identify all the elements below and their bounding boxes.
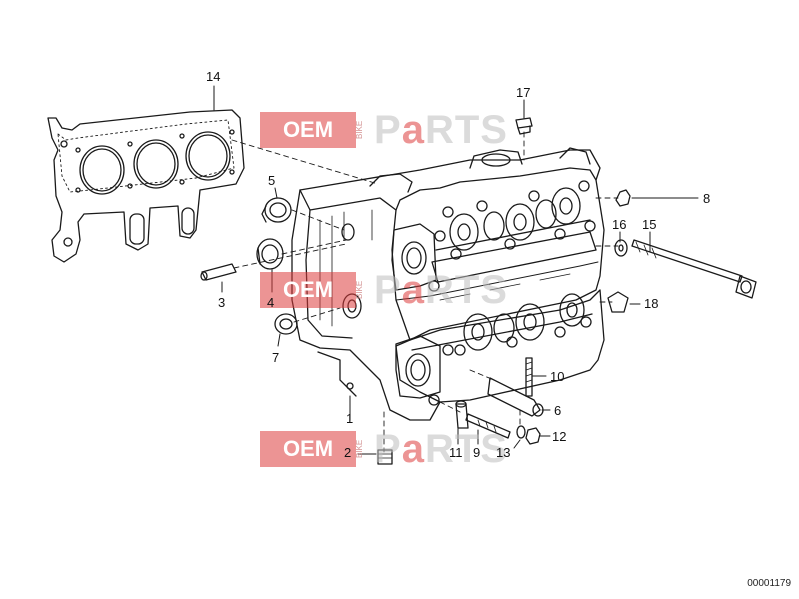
part-8-nut (615, 189, 631, 207)
callout-6: 6 (554, 403, 562, 418)
part-10-stud (525, 357, 533, 397)
valve-bosses-upper (442, 180, 596, 260)
watermark-middle: OEM BIKE PaRTS (260, 268, 540, 312)
callout-5: 5 (268, 173, 276, 188)
valve-bosses-lower (454, 293, 592, 356)
watermark-oem: OEM (260, 272, 356, 308)
callout-4: 4 (267, 295, 275, 310)
part-3-dowel (200, 263, 237, 281)
part-12-nut (525, 427, 541, 445)
callout-10: 10 (550, 369, 565, 384)
part-6-sleeve (487, 377, 544, 417)
part-13-washer (516, 425, 526, 439)
part-5-seal (261, 197, 292, 223)
part-16-washer (614, 239, 628, 257)
callout-17: 17 (516, 85, 531, 100)
watermark-oem: OEM (260, 112, 356, 148)
callout-16: 16 (612, 217, 627, 232)
part-9-stud (465, 413, 511, 439)
callout-1: 1 (346, 411, 354, 426)
callout-15: 15 (642, 217, 657, 232)
part-2-plug (377, 449, 393, 465)
watermark-oem: OEM (260, 431, 356, 467)
callout-11: 11 (449, 445, 463, 460)
head-gasket (47, 109, 245, 263)
watermark-bike: BIKE (355, 120, 364, 140)
watermark-bike: BIKE (355, 280, 364, 300)
assembly-lines (231, 131, 619, 453)
callout-8: 8 (703, 191, 711, 206)
callout-14: 14 (206, 69, 221, 84)
callout-12: 12 (552, 429, 567, 444)
document-number: 00001179 (747, 578, 791, 589)
cylinder-head (291, 147, 605, 421)
leader-lines (213, 85, 699, 455)
callout-13: 13 (496, 445, 511, 460)
intake-ports (341, 223, 454, 406)
part-4-seal (256, 238, 284, 270)
callout-9: 9 (473, 445, 481, 460)
part-17-plug (515, 117, 533, 135)
watermark-parts: PaRTS (374, 268, 508, 312)
part-18-plug (607, 291, 629, 313)
watermark-bottom: OEM BIKE PaRTS (260, 427, 540, 471)
part-11-dowel (455, 400, 469, 429)
part-15-bolt (631, 239, 757, 299)
part-7-seal (274, 313, 298, 335)
watermark-top: OEM BIKE PaRTS (260, 108, 540, 152)
callout-18: 18 (644, 296, 659, 311)
callout-3: 3 (218, 295, 226, 310)
callout-7: 7 (272, 350, 280, 365)
watermark-bike: BIKE (355, 439, 364, 459)
watermark-parts: PaRTS (374, 108, 508, 152)
callout-2: 2 (344, 445, 352, 460)
watermark-parts: PaRTS (374, 427, 508, 471)
